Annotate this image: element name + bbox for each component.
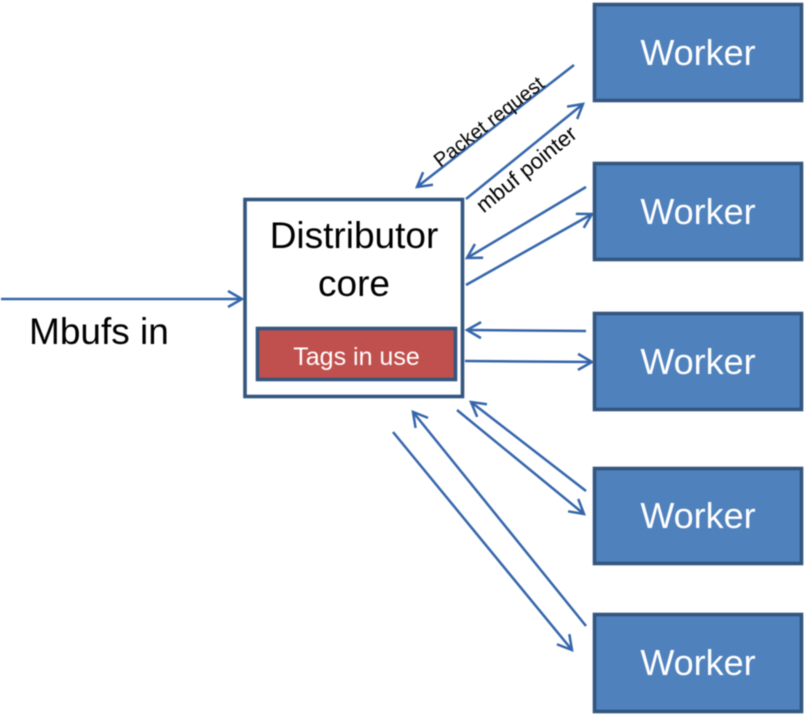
- svg-text:Worker: Worker: [640, 32, 755, 73]
- svg-text:Worker: Worker: [640, 642, 755, 683]
- svg-text:Mbufs in: Mbufs in: [29, 311, 169, 352]
- svg-text:Worker: Worker: [640, 495, 755, 536]
- svg-text:Tags in use: Tags in use: [293, 343, 419, 371]
- svg-text:Distributor: Distributor: [270, 215, 439, 256]
- svg-text:core: core: [318, 263, 390, 304]
- svg-text:Worker: Worker: [640, 191, 755, 232]
- svg-text:Worker: Worker: [640, 341, 755, 382]
